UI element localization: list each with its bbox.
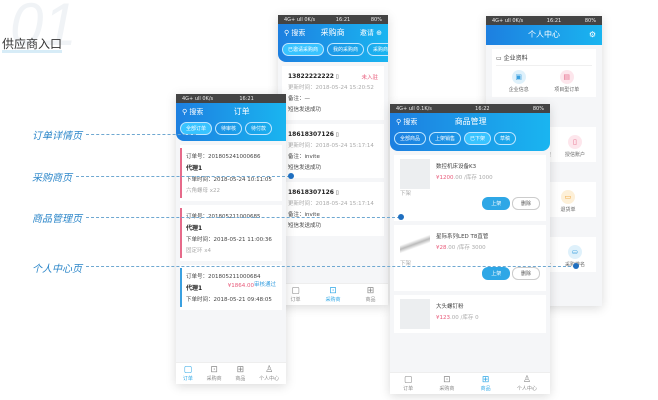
connector-line bbox=[86, 217, 400, 218]
nav-profile[interactable]: ♙个人中心 bbox=[259, 365, 280, 382]
product-card[interactable]: 数控机床设备K3¥1200.00 /库存 1000 下架 上架 删除 bbox=[394, 155, 546, 221]
list-button[interactable]: 上架 bbox=[482, 267, 511, 280]
tab-certify[interactable]: 采购商认证 bbox=[367, 43, 388, 56]
nav-buyers[interactable]: ⊡采购商 bbox=[206, 365, 222, 382]
list-button[interactable]: 上架 bbox=[482, 197, 511, 210]
page-title: 供应商入口 bbox=[2, 37, 63, 53]
connector-dot bbox=[288, 173, 294, 179]
nav-goods[interactable]: ⊞商品 bbox=[480, 375, 491, 392]
tab-my-buyers[interactable]: 我的采购商 bbox=[327, 43, 365, 56]
search-icon: ⚲ bbox=[284, 28, 290, 37]
screen-title: 商品管理 bbox=[454, 117, 487, 126]
tab-invited[interactable]: 已邀请采购商 bbox=[282, 43, 325, 56]
tab-on-sale[interactable]: 上架销售 bbox=[429, 132, 462, 145]
section-company: ▭ 企业资料 ▣企业信息 ▤项目型订单 bbox=[492, 49, 596, 97]
item-company-info[interactable]: ▣企业信息 bbox=[509, 70, 529, 93]
bottom-nav: ▢订单 ⊡采购商 ⊞商品 bbox=[278, 283, 388, 305]
nav-orders[interactable]: ▢订单 bbox=[290, 286, 301, 303]
nav-goods[interactable]: ⊞商品 bbox=[365, 286, 376, 303]
annotation-order-detail: 订单详情页 bbox=[32, 131, 82, 142]
connector-line bbox=[86, 134, 196, 135]
product-card[interactable]: 星际系列LED T8直管¥28.00 /库存 3000 下架 上架 删除 bbox=[394, 225, 546, 291]
screen-title: 订单 bbox=[233, 107, 250, 116]
id-card-icon: ▭ bbox=[496, 55, 504, 62]
item-project-order[interactable]: ▤项目型订单 bbox=[554, 70, 579, 93]
product-image bbox=[400, 159, 430, 189]
buyer-card[interactable]: 18618307126 ▯ 更新时间：2018-05-24 15:17:14 备… bbox=[282, 182, 384, 236]
annotation-profile: 个人中心页 bbox=[32, 264, 82, 275]
tab-all-orders[interactable]: 全部订单 bbox=[180, 122, 213, 135]
connector-line bbox=[86, 266, 576, 267]
search-button[interactable]: ⚲ 搜索 bbox=[396, 117, 418, 126]
tab-draft[interactable]: 草稿 bbox=[494, 132, 517, 145]
annotation-buyers: 采购商页 bbox=[32, 173, 72, 184]
screen-title: 个人中心 bbox=[528, 30, 560, 39]
product-image bbox=[400, 299, 430, 329]
nav-goods[interactable]: ⊞商品 bbox=[235, 365, 246, 382]
tab-pending-review[interactable]: 待审核 bbox=[215, 122, 243, 135]
connector-line bbox=[76, 176, 290, 177]
tab-pending-payment[interactable]: 待付款 bbox=[245, 122, 273, 135]
nav-profile[interactable]: ♙个人中心 bbox=[516, 375, 537, 392]
order-card[interactable]: 订单号：201805211000685 代理1 下单时间：2018-05-21 … bbox=[180, 205, 282, 261]
delete-button[interactable]: 删除 bbox=[511, 197, 540, 210]
nav-orders[interactable]: ▢订单 bbox=[182, 365, 193, 382]
connector-dot bbox=[398, 214, 404, 220]
copy-icon: ▯ bbox=[335, 74, 339, 80]
product-card[interactable]: 大头螺钉粉¥123.00 /库存 0 bbox=[394, 295, 546, 333]
nav-orders[interactable]: ▢订单 bbox=[403, 375, 414, 392]
search-button[interactable]: ⚲ 搜索 bbox=[284, 28, 306, 37]
bottom-nav: ▢订单 ⊡采购商 ⊞商品 ♙个人中心 bbox=[176, 362, 286, 384]
buyer-card[interactable]: 13822222222 ▯未入驻 更新时间：2018-05-24 15:20:5… bbox=[282, 66, 384, 120]
connector-dot bbox=[573, 263, 579, 269]
search-icon: ⚲ bbox=[182, 107, 188, 116]
order-card[interactable]: 订单号：201805241000686 代理1 下单时间：2018-05-24 … bbox=[180, 145, 282, 201]
annotation-goods: 商品管理页 bbox=[32, 214, 82, 225]
plus-icon: ⊕ bbox=[376, 28, 382, 37]
big-number: 01 bbox=[10, 0, 77, 58]
tab-off-shelf[interactable]: 已下架 bbox=[464, 132, 492, 145]
delete-button[interactable]: 删除 bbox=[511, 267, 540, 280]
search-icon: ⚲ bbox=[396, 117, 402, 126]
copy-icon: ▯ bbox=[335, 190, 339, 196]
invite-button[interactable]: 邀请 ⊕ bbox=[359, 28, 382, 37]
bottom-nav: ▢订单 ⊡采购商 ⊞商品 ♙个人中心 bbox=[390, 372, 550, 394]
copy-icon: ▯ bbox=[335, 132, 339, 138]
status-badge: 审核通过 bbox=[253, 282, 276, 288]
nav-buyers[interactable]: ⊡采购商 bbox=[325, 286, 341, 303]
buyer-card[interactable]: 18618307126 ▯ 更新时间：2018-05-24 15:17:14 备… bbox=[282, 124, 384, 178]
nav-buyers[interactable]: ⊡采购商 bbox=[439, 375, 455, 392]
screen-title: 采购商 bbox=[320, 28, 345, 37]
search-button[interactable]: ⚲ 搜索 bbox=[182, 107, 204, 116]
product-image bbox=[400, 229, 430, 259]
tab-all-goods[interactable]: 全部商品 bbox=[394, 132, 427, 145]
gear-icon[interactable]: ⚙ bbox=[588, 30, 596, 39]
